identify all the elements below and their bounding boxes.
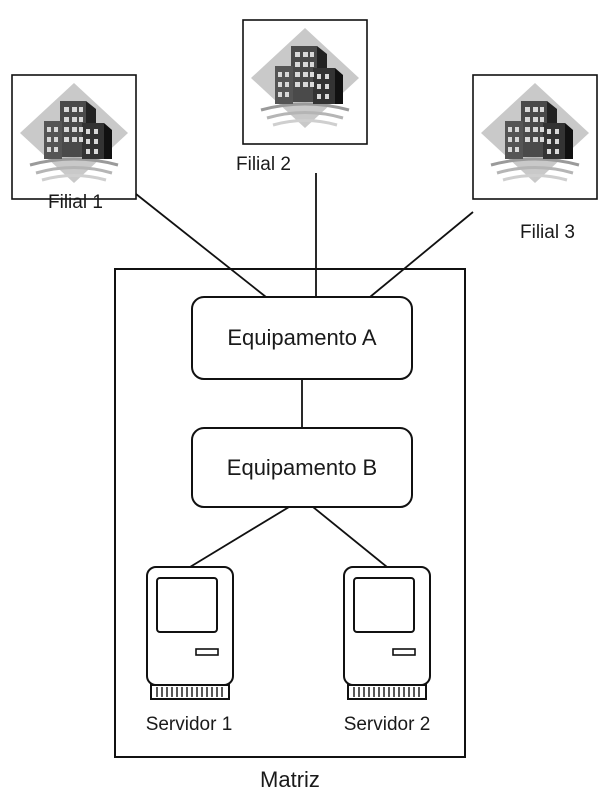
link-filial3-equipment-a	[369, 211, 474, 298]
branch-label-2: Filial 2	[236, 154, 291, 175]
equipment-a-label: Equipamento A	[227, 325, 377, 350]
equipment-b-label: Equipamento B	[227, 455, 377, 480]
equipment-b-box	[191, 427, 413, 508]
building-icon-filial-2	[241, 18, 369, 146]
branch-label-3: Filial 3	[520, 222, 575, 243]
building-icon-filial-1	[10, 73, 138, 201]
link-filial1-equipment-a	[135, 193, 267, 298]
server-computer-icon-1	[146, 566, 234, 700]
headquarters-label: Matriz	[260, 767, 320, 792]
connections	[135, 173, 474, 568]
branch-label-1: Filial 1	[48, 192, 103, 213]
link-equipment-b-server2	[312, 506, 388, 568]
link-equipment-b-server1	[189, 506, 290, 568]
headquarters-boundary	[114, 268, 466, 758]
equipment-a-box	[191, 296, 413, 380]
server-label-1: Servidor 1	[146, 714, 233, 735]
server-computer-icon-2	[343, 566, 431, 700]
server-label-2: Servidor 2	[344, 714, 431, 735]
building-icon-filial-3	[471, 73, 599, 201]
